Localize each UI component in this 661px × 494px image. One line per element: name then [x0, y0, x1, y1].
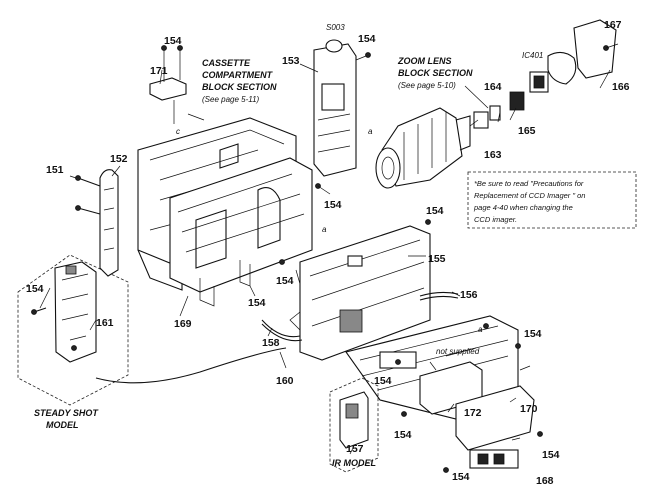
side-panel	[99, 169, 119, 277]
part-number-164: 164	[484, 81, 502, 93]
part-number-154: 154	[248, 297, 266, 309]
filter-165	[509, 91, 525, 111]
part-number-154: 154	[358, 33, 376, 45]
ir-sensor-157	[339, 391, 369, 449]
part-number-154: 154	[26, 283, 44, 295]
part-number-163: 163	[484, 149, 502, 161]
note-line3: page 4-40 when changing the	[473, 203, 573, 212]
screw-icon	[483, 323, 489, 329]
part-number-153: 153	[282, 55, 300, 67]
ref-c: c	[176, 127, 180, 136]
part-number-170: 170	[520, 403, 538, 415]
screw-icon	[75, 205, 81, 211]
screw-icon	[537, 431, 543, 437]
screw-icon	[443, 467, 449, 473]
part-number-154: 154	[426, 205, 444, 217]
ref-s003: S003	[326, 23, 345, 32]
part-number-168: 168	[536, 475, 554, 487]
caption-ir-model: IR MODEL	[332, 458, 376, 468]
caption-cassette-page: (See page 5-11)	[202, 95, 260, 104]
part-number-158: 158	[262, 337, 280, 349]
switch-s003	[325, 39, 343, 53]
part-number-171: 171	[150, 65, 168, 77]
caption-cassette-line2: COMPARTMENT	[202, 70, 274, 80]
caption-zoom-line2: BLOCK SECTION	[398, 68, 473, 78]
part-number-155: 155	[428, 253, 446, 265]
ccd-bracket	[547, 51, 577, 85]
part-number-161: 161	[96, 317, 114, 329]
screw-icon	[401, 411, 407, 417]
steady-shot-bracket	[54, 261, 97, 363]
note-line2: Replacement of CCD Imager " on	[474, 191, 585, 200]
screw-icon	[395, 359, 401, 365]
steady-shot-enclosure	[17, 254, 129, 406]
part-number-154: 154	[374, 375, 392, 387]
filter-163	[473, 111, 489, 129]
part-number-165: 165	[518, 125, 536, 137]
ref-a: a	[322, 225, 327, 234]
screw-icon	[177, 45, 183, 51]
note-line4: CCD imager.	[474, 215, 517, 224]
part-number-154: 154	[524, 328, 542, 340]
caption-not-supplied: not supplied	[436, 347, 480, 356]
screw-icon	[279, 259, 285, 265]
part-number-160: 160	[276, 375, 294, 387]
caption-cassette-line3: BLOCK SECTION	[202, 82, 277, 92]
ref-a: a	[368, 127, 373, 136]
screw-icon	[31, 309, 37, 315]
screw-icon	[425, 219, 431, 225]
part-number-152: 152	[110, 153, 128, 165]
lens-front	[375, 147, 401, 189]
bracket-171	[149, 77, 187, 101]
part-number-156: 156	[460, 289, 478, 301]
part-number-167: 167	[604, 19, 622, 31]
part-number-154: 154	[542, 449, 560, 461]
part-number-154: 154	[276, 275, 294, 287]
part-number-154: 154	[324, 199, 342, 211]
caption-zoom-page: (See page 5-10)	[398, 81, 456, 90]
caption-zoom-line1: ZOOM LENS	[397, 56, 452, 66]
main-board-155	[299, 225, 431, 361]
note-box	[467, 171, 637, 229]
ref-a: a	[478, 325, 483, 334]
screw-icon	[365, 52, 371, 58]
part-number-154: 154	[394, 429, 412, 441]
screw-icon	[515, 343, 521, 349]
ccd-plate-166	[573, 19, 617, 79]
caption-cassette-line1: CASSETTE	[202, 58, 251, 68]
gyro-sensor	[65, 265, 77, 275]
part-number-172: 172	[464, 407, 482, 419]
part-number-169: 169	[174, 318, 192, 330]
main-frame	[169, 157, 313, 293]
part-number-154: 154	[452, 471, 470, 483]
part-number-151: 151	[46, 164, 64, 176]
caption-steady-shot-line1: STEADY SHOT	[34, 408, 99, 418]
ir-model-enclosure	[329, 377, 379, 473]
screw-icon	[161, 45, 167, 51]
note-line1: *Be sure to read "Precautions for	[474, 179, 584, 188]
ic-chip	[339, 309, 363, 333]
part-number-157: 157	[346, 443, 364, 455]
caption-steady-shot-line2: MODEL	[46, 420, 79, 430]
zoom-lens-block	[381, 107, 463, 187]
screw-icon	[75, 175, 81, 181]
part-number-154: 154	[164, 35, 182, 47]
part-number-166: 166	[612, 81, 630, 93]
ref-ic401: IC401	[522, 51, 543, 60]
